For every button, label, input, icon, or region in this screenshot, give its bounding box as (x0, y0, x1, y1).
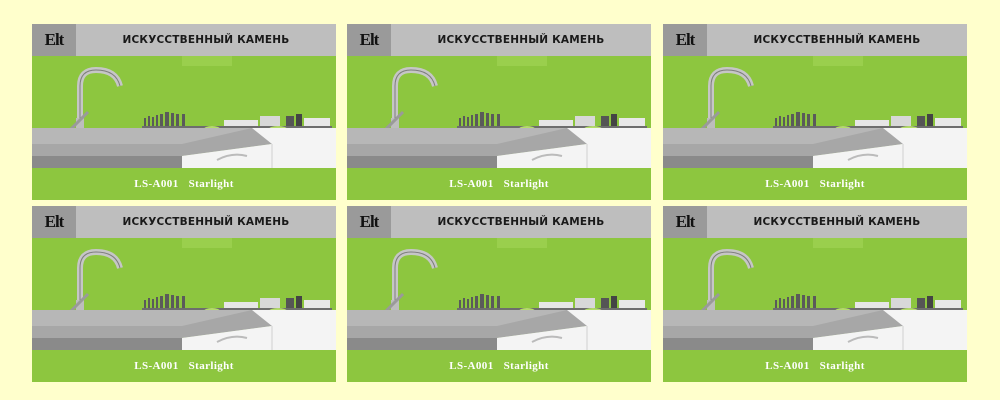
product-name: Starlight (503, 360, 549, 372)
product-name: Starlight (188, 360, 234, 372)
card-title: ИСКУССТВЕННЫЙ КАМЕНЬ (122, 34, 290, 46)
product-card[interactable]: Elt ИСКУССТВЕННЫЙ КАМЕНЬ (32, 24, 336, 200)
product-label: LS-A001 Starlight (347, 168, 651, 200)
card-header: Elt ИСКУССТВЕННЫЙ КАМЕНЬ (347, 206, 651, 238)
product-name: Starlight (819, 360, 865, 372)
card-title: ИСКУССТВЕННЫЙ КАМЕНЬ (753, 34, 921, 46)
product-card[interactable]: Elt ИСКУССТВЕННЫЙ КАМЕНЬ (663, 206, 967, 382)
card-header: Elt ИСКУССТВЕННЫЙ КАМЕНЬ (32, 24, 336, 56)
product-code: LS-A001 (134, 360, 179, 372)
product-code: LS-A001 (765, 178, 810, 190)
brand-logo: Elt (663, 206, 707, 238)
product-card[interactable]: Elt ИСКУССТВЕННЫЙ КАМЕНЬ (32, 206, 336, 382)
kitchen-countertop-image (347, 238, 651, 350)
product-card[interactable]: Elt ИСКУССТВЕННЫЙ КАМЕНЬ (347, 24, 651, 200)
product-code: LS-A001 (134, 178, 179, 190)
card-header: Elt ИСКУССТВЕННЫЙ КАМЕНЬ (663, 24, 967, 56)
product-name: Starlight (819, 178, 865, 190)
card-title: ИСКУССТВЕННЫЙ КАМЕНЬ (437, 216, 605, 228)
product-code: LS-A001 (449, 360, 494, 372)
product-label: LS-A001 Starlight (32, 350, 336, 382)
card-title: ИСКУССТВЕННЫЙ КАМЕНЬ (122, 216, 290, 228)
brand-logo: Elt (32, 24, 76, 56)
card-header: Elt ИСКУССТВЕННЫЙ КАМЕНЬ (32, 206, 336, 238)
product-card[interactable]: Elt ИСКУССТВЕННЫЙ КАМЕНЬ (347, 206, 651, 382)
product-label: LS-A001 Starlight (663, 350, 967, 382)
product-card[interactable]: Elt ИСКУССТВЕННЫЙ КАМЕНЬ (663, 24, 967, 200)
card-title: ИСКУССТВЕННЫЙ КАМЕНЬ (753, 216, 921, 228)
card-header: Elt ИСКУССТВЕННЫЙ КАМЕНЬ (663, 206, 967, 238)
kitchen-countertop-image (663, 238, 967, 350)
kitchen-countertop-image (347, 56, 651, 168)
product-code: LS-A001 (449, 178, 494, 190)
product-name: Starlight (503, 178, 549, 190)
brand-logo: Elt (347, 206, 391, 238)
product-label: LS-A001 Starlight (347, 350, 651, 382)
brand-logo: Elt (32, 206, 76, 238)
product-name: Starlight (188, 178, 234, 190)
product-label: LS-A001 Starlight (663, 168, 967, 200)
product-label: LS-A001 Starlight (32, 168, 336, 200)
kitchen-countertop-image (32, 56, 336, 168)
brand-logo: Elt (663, 24, 707, 56)
brand-logo: Elt (347, 24, 391, 56)
kitchen-countertop-image (32, 238, 336, 350)
product-code: LS-A001 (765, 360, 810, 372)
card-title: ИСКУССТВЕННЫЙ КАМЕНЬ (437, 34, 605, 46)
kitchen-countertop-image (663, 56, 967, 168)
card-header: Elt ИСКУССТВЕННЫЙ КАМЕНЬ (347, 24, 651, 56)
